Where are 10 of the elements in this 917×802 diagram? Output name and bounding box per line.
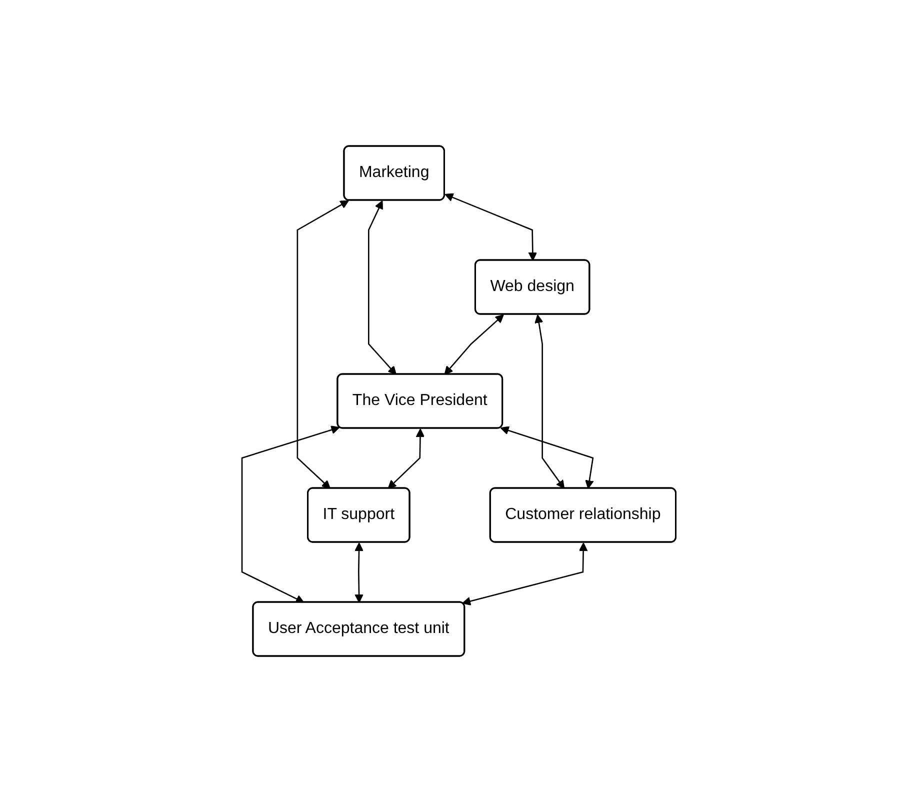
arrow [354, 542, 364, 603]
arrow [296, 200, 349, 489]
arrow [462, 542, 588, 606]
arrow [534, 314, 564, 489]
arrow [387, 428, 424, 489]
arrow [444, 314, 504, 375]
arrow [240, 426, 340, 603]
arrow [368, 200, 396, 375]
arrow [500, 426, 594, 489]
arrow [444, 193, 537, 261]
